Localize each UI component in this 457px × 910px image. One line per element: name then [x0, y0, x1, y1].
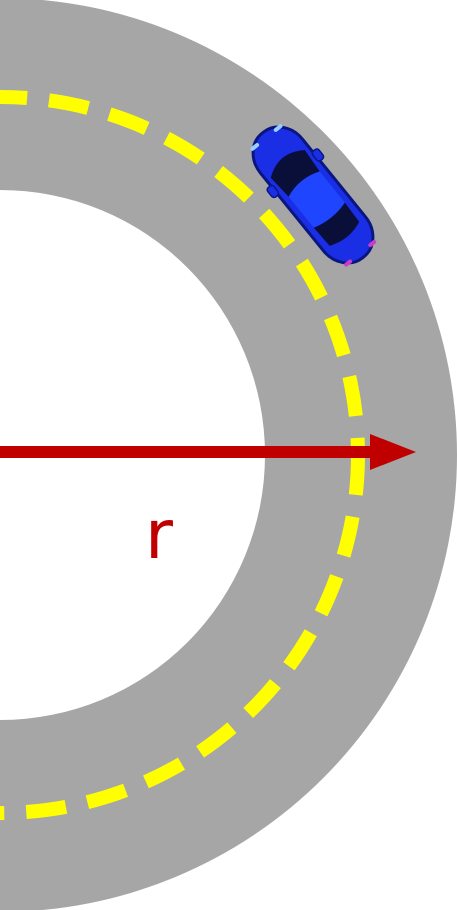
- car-mirror-right: [311, 148, 325, 162]
- car-mirror-left: [266, 184, 280, 199]
- arrow-right-icon: [370, 434, 416, 470]
- car-taillight-left: [344, 259, 353, 267]
- car-taillight-right: [368, 239, 377, 248]
- car-headlight-left: [250, 143, 260, 151]
- car-windshield: [270, 150, 320, 197]
- car-roof: [288, 171, 345, 228]
- car-rear-window: [313, 202, 360, 246]
- radius-arrow: [0, 434, 416, 470]
- car-icon: [250, 124, 377, 267]
- radius-label: r: [145, 496, 173, 575]
- car-headlight-right: [273, 124, 283, 132]
